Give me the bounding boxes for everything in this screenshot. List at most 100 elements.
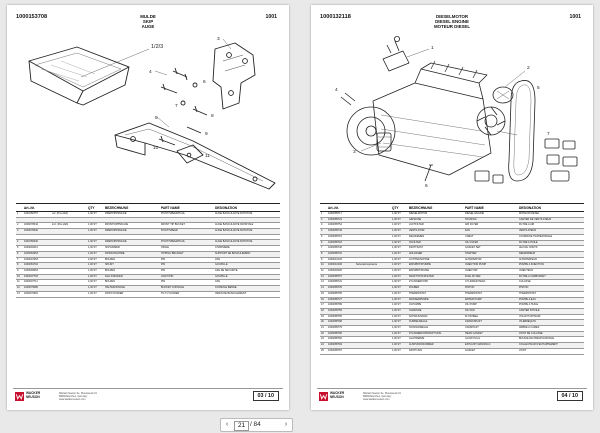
title-french: AUGE bbox=[141, 24, 155, 30]
table-cell: TILT CYLINDER bbox=[160, 291, 214, 298]
table-cell: EINSPRITZDUSE bbox=[408, 268, 464, 275]
table-cell: OLWANNE bbox=[408, 308, 464, 315]
table-cell: FLYWHEEL bbox=[464, 314, 518, 321]
table-cell: 1,00 ST bbox=[87, 268, 104, 275]
table-cell: 1,00 ST bbox=[391, 257, 408, 264]
table-cell: CULASSE bbox=[518, 279, 584, 287]
parts-table-header: Art.-Nr. QTY BEZEICHNUNG PART NAME DESIG… bbox=[16, 203, 280, 212]
wacker-neuson-logo bbox=[319, 392, 328, 401]
table-cell: JOINT bbox=[518, 348, 584, 355]
table-cell: 1000078044 bbox=[23, 222, 51, 230]
table-cell: 10 bbox=[320, 262, 327, 270]
table-cell: 2,00 ST bbox=[87, 279, 104, 287]
title-english: DIESEL ENGINE bbox=[435, 19, 469, 25]
table-cell bbox=[355, 217, 391, 224]
title-german: DIESELMOTOR bbox=[435, 14, 469, 19]
table-cell bbox=[51, 251, 87, 258]
table-cell: vef. (Pos.2&3) bbox=[51, 211, 87, 218]
table-cell: 1000010103 bbox=[327, 257, 355, 264]
table-cell: 2,00 ST bbox=[87, 257, 104, 264]
table-cell: 1000093106 bbox=[327, 268, 355, 275]
table-cell: ZYLINDERKOPF bbox=[408, 279, 464, 287]
table-cell: 1000007711 bbox=[23, 279, 51, 287]
table-cell: 1000085787 bbox=[327, 348, 355, 355]
group-number: 1001 bbox=[569, 14, 581, 20]
table-cell: VOLANT MOTEUR bbox=[518, 314, 584, 321]
table-cell: DIESEL ENGINE bbox=[464, 211, 518, 218]
table-cell: 1000081702 bbox=[23, 262, 51, 269]
next-page-button[interactable]: › bbox=[284, 421, 288, 428]
table-cell: 1000078040 bbox=[23, 228, 51, 235]
header-quantity: QTY bbox=[391, 203, 408, 212]
table-cell: 1000085765 bbox=[327, 291, 355, 298]
header-part-name: PART NAME bbox=[464, 203, 518, 212]
table-cell: 1,00 ST bbox=[87, 291, 104, 298]
table-cell: CHARNIERE bbox=[214, 245, 280, 252]
table-cell: OLPUMPE bbox=[408, 302, 464, 309]
table-cell: 5 bbox=[320, 234, 327, 241]
table-cell: FALLSTECKER bbox=[104, 274, 160, 281]
total-pages-label: / 84 bbox=[250, 421, 261, 428]
assembly-title: DIESELMOTOR DIESEL ENGINE MOTEUR DIESEL bbox=[311, 14, 593, 30]
table-cell: 2 bbox=[320, 217, 327, 224]
table-cell: V-BELT bbox=[464, 234, 518, 241]
table-cell: JOINT DE CULASSE bbox=[518, 331, 584, 338]
table-cell bbox=[51, 285, 87, 292]
table-cell: 1,00 ST bbox=[391, 274, 408, 281]
table-cell: 25 bbox=[320, 348, 327, 355]
table-cell: 1000085784 bbox=[327, 342, 355, 349]
table-cell bbox=[355, 336, 391, 344]
table-cell: 1,00 ST bbox=[87, 228, 104, 235]
table-cell: AUSPUFFKRUMMER bbox=[408, 342, 464, 349]
header-quantity: QTY bbox=[87, 203, 104, 212]
table-cell: POMPE A HUILE bbox=[518, 302, 584, 309]
table-cell: 1,00 ST bbox=[87, 285, 104, 292]
table-cell: 1000085796 bbox=[327, 331, 355, 338]
table-cell: 1000010053 bbox=[23, 257, 51, 264]
table-cell bbox=[355, 211, 391, 218]
table-cell: 1000085789 bbox=[327, 302, 355, 309]
table-cell: DICHTSATZ bbox=[408, 245, 464, 252]
skip-drawing: 1/2/3 3 4 5 6 7 8 9 10 11 bbox=[28, 36, 276, 190]
table-cell: 1000085779 bbox=[327, 325, 355, 332]
table-cell: ZYLINDERKOPFDICHTUNG bbox=[408, 331, 464, 338]
table-cell: 3 bbox=[320, 222, 327, 230]
svg-text:3: 3 bbox=[217, 36, 220, 42]
table-cell: AUGE BASCULANTE ROTATIVE bbox=[214, 239, 280, 247]
table-cell: 1 bbox=[320, 211, 327, 218]
table-cell: PISTON bbox=[518, 285, 584, 292]
table-cell: VERIN DE BASCULEMENT bbox=[214, 291, 280, 298]
table-cell bbox=[87, 234, 104, 241]
table-cell: 4 bbox=[16, 239, 23, 247]
table-cell: 1,00 ST bbox=[391, 336, 408, 344]
table-cell: GLOW PLUG bbox=[464, 336, 518, 344]
table-cell: 1,00 ST bbox=[391, 285, 408, 292]
assembly-number: 1000153708 bbox=[16, 14, 48, 20]
table-cell: KIPPAUFNAHME bbox=[104, 251, 160, 258]
table-cell: CRANKSHAFT bbox=[464, 319, 518, 327]
header-german-name: BEZEICHNUNG bbox=[104, 203, 160, 212]
current-page-input[interactable] bbox=[234, 421, 249, 431]
table-cell: CARTER D'HUILE bbox=[518, 308, 584, 315]
table-cell: 1000085768 bbox=[327, 319, 355, 327]
svg-text:5: 5 bbox=[155, 115, 158, 121]
table-cell: 1000085717 bbox=[327, 211, 355, 218]
table-cell: THERMOSTAT bbox=[408, 291, 464, 298]
table-cell: 1000007703 bbox=[23, 274, 51, 281]
table-cell: PIVOT/SPEED/HAUL bbox=[160, 239, 214, 247]
table-cell: GASKET SET bbox=[464, 245, 518, 252]
table-cell: COLLECTEUR D'ECHAPPEMENT bbox=[518, 342, 584, 349]
table-cell: 1,00 ST bbox=[391, 240, 408, 247]
table-cell: 6 bbox=[320, 240, 327, 247]
header-remark bbox=[51, 203, 87, 212]
table-cell: 9 bbox=[16, 268, 23, 275]
table-cell bbox=[355, 245, 391, 252]
previous-page-button[interactable]: ‹ bbox=[225, 421, 229, 428]
table-cell: THERMOSTAT bbox=[464, 291, 518, 298]
